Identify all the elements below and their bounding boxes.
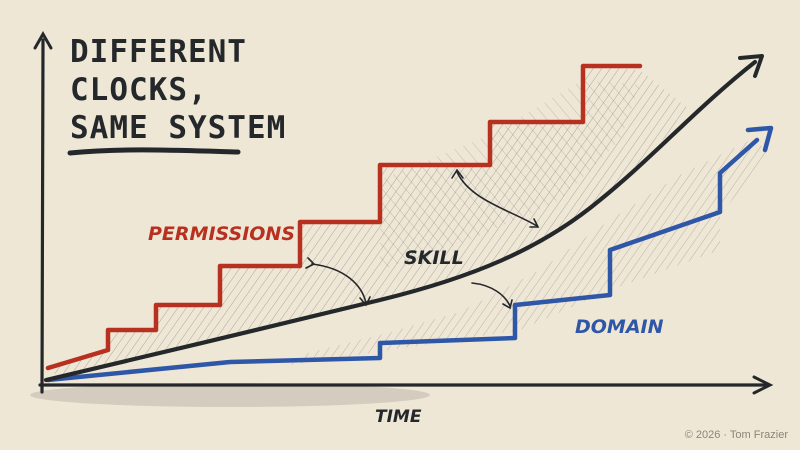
gap-arrow-1-head-b [359,296,371,307]
gap-arrows [305,168,540,310]
domain-arrowhead [745,125,774,153]
gap-arrow-1-head-a [305,257,316,269]
skill-domain-shading [290,140,770,365]
x-axis-label: TIME [375,407,422,427]
gap-arrow-2-head-b [529,218,540,228]
y-axis [40,38,45,394]
title-underline [67,147,241,156]
gap-arrow-3-head [502,299,513,310]
domain-label: DOMAIN [575,316,664,338]
title-block: DIFFERENT CLOCKS, SAME SYSTEM [67,34,286,156]
skill-line [43,59,758,383]
permissions-label: PERMISSIONS [148,223,295,245]
gap-arrow-2 [456,171,538,227]
skill-label: SKILL [404,247,464,269]
x-axis-arrowhead [752,375,774,395]
skill-arrowhead [738,54,764,78]
permissions-line [45,63,643,371]
gap-arrow-2-head-a [451,168,464,179]
domain-line [45,137,760,383]
gap-arrow-1 [311,263,367,304]
ground-shadow [30,383,430,407]
gap-arrow-3 [471,282,511,307]
title-line-3: SAME SYSTEM [70,110,286,146]
copyright-notice: © 2026 · Tom Frazier [684,429,788,441]
axes [33,30,774,395]
title-line-2: CLOCKS, [70,72,208,108]
title-line-1: DIFFERENT [70,34,247,70]
y-axis-arrowhead [33,30,53,50]
